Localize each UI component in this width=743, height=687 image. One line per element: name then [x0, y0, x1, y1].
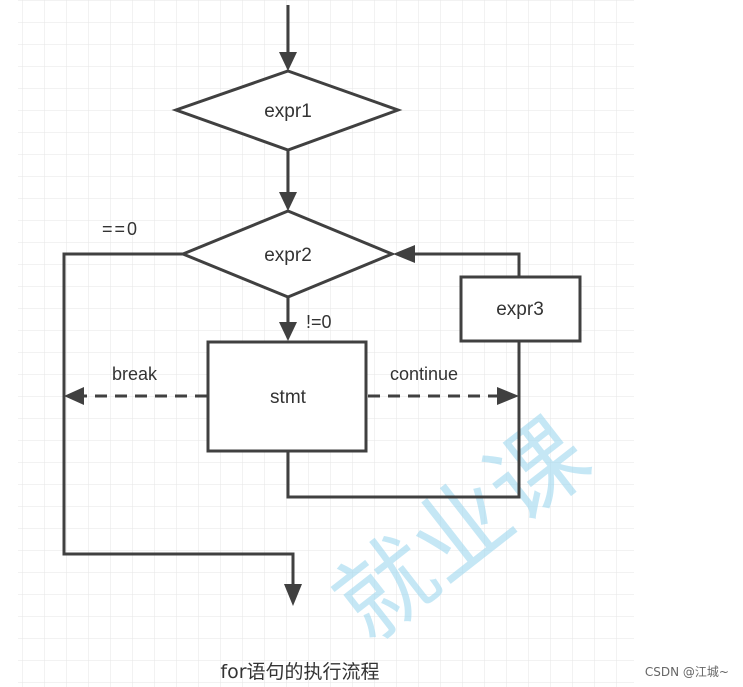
source-credit: CSDN @江城~	[644, 665, 729, 679]
expr1-label: expr1	[264, 101, 312, 122]
expr2-label: expr2	[264, 245, 312, 266]
loop-back-arrowhead	[393, 245, 415, 263]
break-label: break	[112, 364, 158, 384]
continue-label: continue	[390, 364, 458, 384]
expr2-diamond	[179, 209, 396, 299]
expr3-to-expr2-line	[412, 252, 521, 276]
expr3-box	[459, 275, 582, 343]
exit-arrowhead	[284, 584, 302, 606]
break-arrowhead	[64, 387, 84, 405]
stmt-box	[206, 340, 368, 453]
stmt-in-arrowhead	[279, 322, 297, 341]
expr2-in-arrowhead	[279, 192, 297, 211]
expr1-diamond	[171, 69, 403, 152]
false-condition-label: ==0	[102, 219, 139, 239]
entry-arrowhead	[279, 52, 297, 71]
exit-path-line	[62, 252, 295, 586]
expr3-label: expr3	[496, 299, 544, 320]
stmt-label: stmt	[270, 387, 307, 408]
continue-arrowhead	[497, 387, 519, 405]
diagram-caption: for语句的执行流程	[220, 661, 380, 683]
stmt-to-expr3-line	[286, 342, 521, 499]
true-condition-label: !=0	[306, 312, 332, 332]
